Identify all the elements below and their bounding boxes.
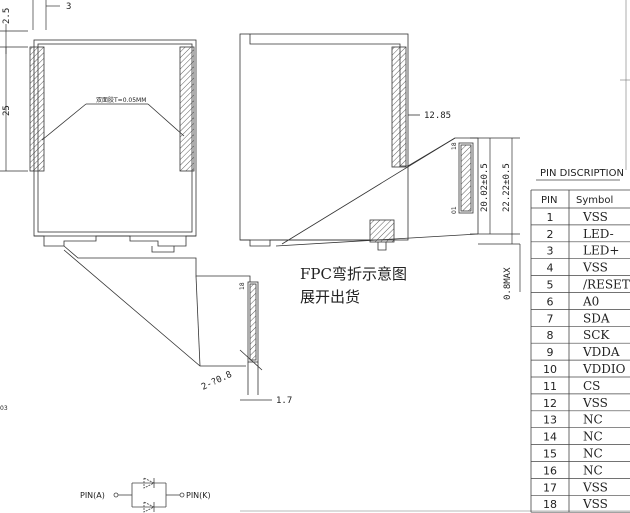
pin-symbol: VSS [582,396,608,410]
right-dimensions [470,137,521,292]
left-adhesive-strip [29,46,45,172]
adhesive-note: 双面胶T=0.05MM [96,96,146,104]
dim-lead-width: 1.7 [276,396,292,406]
pin-number: 8 [547,329,554,342]
right-adhesive-strip [179,46,195,172]
dim-pitch-b: 22.22±0.5 [502,163,512,212]
dim-fpc-extend: 12.85 [424,111,451,121]
bend-tab [369,219,395,243]
pin-number: 7 [547,312,554,325]
pin-symbol: CS [583,379,600,393]
pin-number: 14 [543,431,557,444]
pin-symbol: NC [583,447,603,461]
pin-number: 10 [543,363,557,376]
pin-number: 4 [547,262,554,275]
right-adhesive-strip-2 [391,46,407,168]
marker-a: 18 [239,282,246,290]
dim-lead-spacing: 2-?0.8 [200,370,234,393]
dim-max-thickness: 0.8MAX [503,267,513,300]
pin-symbol: NC [583,413,603,427]
adhesive-leader-right [147,103,185,137]
left-fpc [63,245,272,401]
pin-number: 15 [543,448,557,461]
diode-pin-a: PIN(A) [80,491,105,500]
pin-number: 6 [547,295,554,308]
pin-symbol: /RESET [583,278,630,292]
dim-top-width: 3 [66,2,71,12]
pin-symbol: LED+ [583,244,619,258]
pin-number: 13 [543,414,557,427]
pin-number: 3 [547,245,554,258]
pin-symbol: NC [583,463,603,477]
right-panel [239,33,479,251]
pin-number: 9 [547,346,554,359]
pin-number: 1 [547,211,554,224]
pin-table-title: PIN DISCRIPTION [540,168,624,179]
pin-symbol: NC [583,430,603,444]
pin-number: 5 [547,279,554,292]
pin-number: 17 [543,481,557,494]
right-panel-outline [239,33,409,241]
pin-symbol: VSS [582,261,608,275]
adhesive-leader-left [41,103,87,141]
pin-symbol: VDDA [582,345,620,359]
dim-pitch-a: 20.02±0.5 [480,163,490,212]
pin-symbol: VDDIO [582,362,626,376]
marker-b: 01 [451,206,458,214]
fpc-note-line1: FPC弯折示意图 [300,265,407,283]
dim-top-offset: 2.5 [2,8,12,24]
dim-side-length: 25 [2,105,12,116]
pin-number: 18 [543,498,557,511]
pin-table-col-pin: PIN [541,195,557,206]
left-bottom-profile [34,235,196,247]
pin-table-col-symbol: Symbol [576,195,613,206]
fpc-note-line2: 展开出货 [300,288,360,306]
pin-symbol: VSS [582,210,608,224]
left-panel-outline [33,39,197,237]
pin-number: 12 [543,397,557,410]
right-fpc-connector [458,142,474,214]
diode-symbol [113,477,185,513]
pin-number: 16 [543,464,557,477]
left-panel-inner [37,43,193,233]
left-panel [29,39,197,247]
pin-symbol: LED- [583,227,614,241]
pin-symbol: VSS [582,497,608,511]
left-ref-label: 03 [0,405,8,412]
pin-symbol: SCK [583,328,610,342]
pin-symbol: A0 [582,294,599,308]
pin-symbol: SDA [583,311,610,325]
pin-number: 2 [547,228,554,241]
left-dimensions [0,0,60,172]
pin-number: 11 [543,380,557,393]
marker-c: 18 [451,142,458,150]
diode-pin-k: PIN(K) [186,491,211,500]
pin-symbol: VSS [582,480,608,494]
